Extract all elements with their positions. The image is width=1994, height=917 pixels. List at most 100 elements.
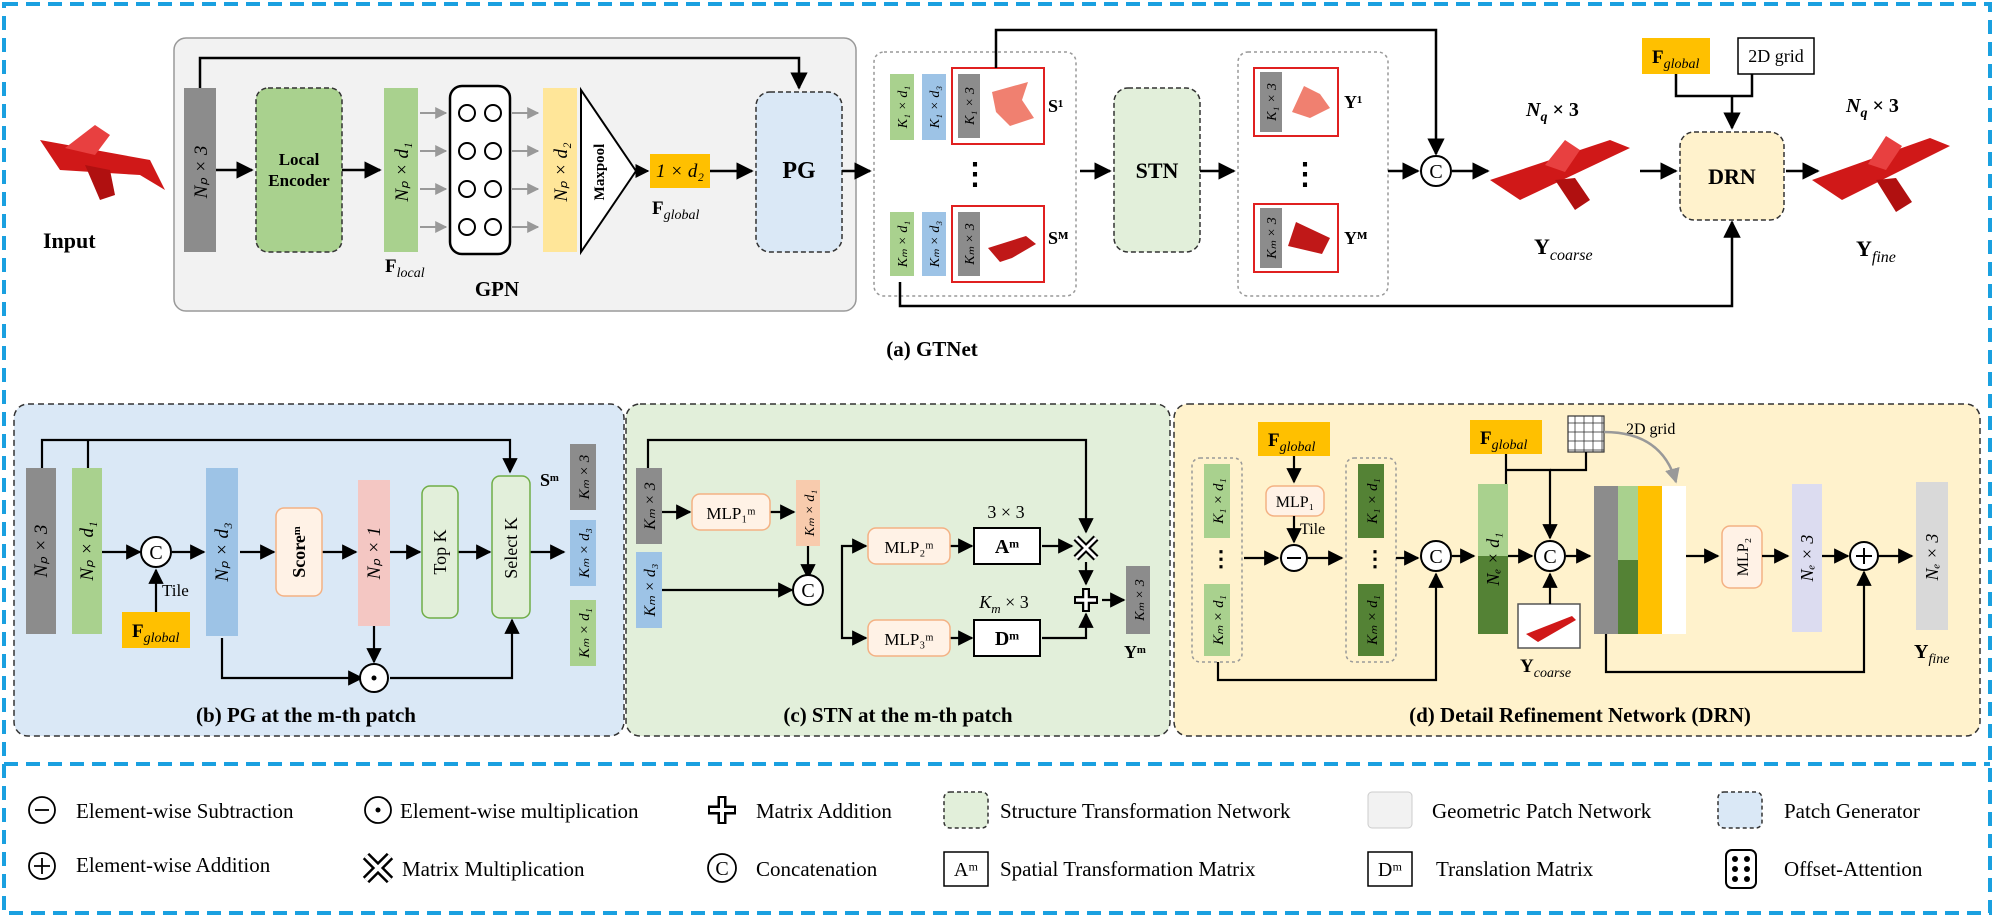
stn-matadd-icon — [1074, 588, 1098, 612]
pg-sm: Sᵐ — [540, 470, 559, 490]
stn-d-text: Dᵐ — [995, 628, 1019, 650]
np3-text: Nₚ × 3 — [191, 146, 212, 200]
drn-left-group — [1191, 457, 1243, 663]
legend-stn: Structure Transformation Network — [1000, 799, 1291, 823]
legend-offset-icon — [1725, 849, 1757, 889]
concat-symbol-top — [1420, 155, 1452, 187]
legend-a-sym: Aᵐ — [954, 859, 978, 881]
ym-k-text: Kₘ × 3 — [1265, 217, 1280, 260]
kmd1-block — [890, 212, 914, 276]
npd1-block — [384, 88, 418, 252]
km3-block — [958, 212, 980, 276]
drn-fglobal-text: Fglobal — [1268, 430, 1315, 455]
caption-b: (b) PG at the m-th patch — [196, 703, 416, 727]
pg-connectors — [40, 438, 566, 686]
npd2-text: Nₚ × d₂ — [551, 142, 572, 203]
y1-text: Y¹ — [1344, 92, 1362, 112]
mlp-node-panel — [448, 84, 512, 256]
pg-km3-text: Kₘ × 3 — [577, 455, 593, 500]
legend-matrix-addition-icon — [708, 796, 736, 824]
drn-nq3b-text: Nₑ × 3 — [1922, 534, 1942, 582]
pg-npd3-text: Nₚ × d₃ — [212, 522, 233, 582]
y1-shape — [1292, 86, 1330, 118]
legend-concat-icon — [707, 853, 737, 883]
legend-concat-icon-text: C — [715, 858, 728, 880]
pg-concat — [140, 536, 172, 568]
drn-nq3b — [1916, 482, 1948, 630]
grid-top — [1737, 37, 1815, 75]
drn-dots-1: ⋮ — [1210, 546, 1232, 571]
drn-k1d1 — [1204, 464, 1230, 538]
pg-np3 — [26, 468, 56, 634]
panel-stn — [625, 403, 1171, 737]
pg-score-text: Scoreᵐ — [289, 526, 309, 578]
pg-np3-text: Nₚ × 3 — [31, 525, 52, 579]
mlp-nodes — [458, 104, 502, 236]
pg-np1 — [358, 480, 390, 626]
local-encoder-l1: Local — [279, 150, 320, 169]
drn-mlp2-text: MLP₂ — [1735, 538, 1752, 576]
legend-pg-swatch — [1717, 791, 1763, 829]
k13-text: K₁ × 3 — [963, 87, 978, 126]
legend-multiplication-icon — [364, 796, 392, 824]
stn-concat — [792, 574, 824, 606]
patch-dots: ⋮ — [960, 158, 990, 191]
caption-d: (d) Detail Refinement Network (DRN) — [1409, 703, 1751, 727]
ym-shape — [1288, 222, 1330, 254]
stn-text: STN — [1136, 158, 1179, 183]
caption-a: (a) GTNet — [886, 337, 978, 361]
s1-text: S¹ — [1048, 96, 1063, 116]
drn-fglobal-2-text: Fglobal — [1480, 428, 1527, 453]
drn-add-sign — [1856, 548, 1872, 564]
drn-stack-gold — [1638, 486, 1662, 634]
stn-mlp1-text: MLP₁ᵐ — [706, 504, 755, 523]
stn-a-box — [973, 527, 1041, 565]
pg-kmd3-text: Kₘ × d₃ — [577, 528, 593, 579]
pg-tile: Tile — [162, 581, 189, 600]
drn-yfine: Yfine — [1914, 641, 1949, 667]
km3-text: Kₘ × 3 — [963, 223, 978, 266]
gpn-label: GPN — [475, 277, 519, 301]
drn-k1d1-text: K₁ × d₁ — [1211, 478, 1227, 525]
legend-addition: Element-wise Addition — [76, 853, 271, 877]
nq3-coarse: Nq × 3 — [1525, 99, 1579, 125]
legend-d-swatch — [1367, 851, 1413, 887]
stn-kmd1 — [796, 480, 820, 546]
legend-translation: Translation Matrix — [1436, 857, 1594, 881]
legend-addition-icon — [28, 852, 56, 880]
stn-km3 — [636, 468, 662, 544]
drn-grid-icon — [1567, 415, 1605, 453]
drn-stack-gray — [1594, 486, 1618, 634]
stn-mlp1 — [691, 493, 771, 531]
legend-pg: Patch Generator — [1784, 799, 1920, 823]
k1d3-block — [922, 74, 946, 140]
global-feature-box — [650, 154, 710, 188]
legend-subtraction-icon — [28, 796, 56, 824]
pg-npd1 — [72, 468, 102, 634]
maxpool-triangle — [580, 86, 638, 256]
local-encoder-l2: Encoder — [268, 171, 330, 190]
drn-tile: Tile — [1300, 521, 1325, 538]
drn-nqd1-top — [1478, 484, 1508, 556]
stn-matmul-icon — [1073, 535, 1099, 561]
k1d1-block — [890, 74, 914, 140]
stn-concat-text: C — [801, 580, 814, 602]
legend-concatenation: Concatenation — [756, 857, 878, 881]
grid-top-text: 2D grid — [1748, 46, 1804, 66]
pg-concat-text: C — [149, 542, 162, 564]
drn-mlp1-text: MLP₁ — [1276, 494, 1314, 511]
legend-a-swatch — [943, 851, 989, 887]
legend-subtraction: Element-wise Subtraction — [76, 799, 294, 823]
drn-mid-km-text: Kₘ × d₁ — [1365, 595, 1381, 646]
stn-mlp3 — [867, 619, 951, 657]
ym-text: Yᴹ — [1344, 228, 1367, 248]
pg-multiply-dot — [371, 675, 377, 681]
drn-fglobal-2 — [1470, 420, 1542, 454]
pg-kmd3 — [570, 520, 596, 586]
y-group — [1237, 51, 1389, 297]
stn-km3-text: Kₘ × 3 — [642, 482, 659, 530]
drn-kmd1 — [1204, 584, 1230, 656]
legend-matrix-mult: Matrix Multiplication — [402, 857, 585, 881]
pg-npd3 — [206, 468, 238, 636]
legend-gpn-swatch — [1367, 791, 1413, 829]
